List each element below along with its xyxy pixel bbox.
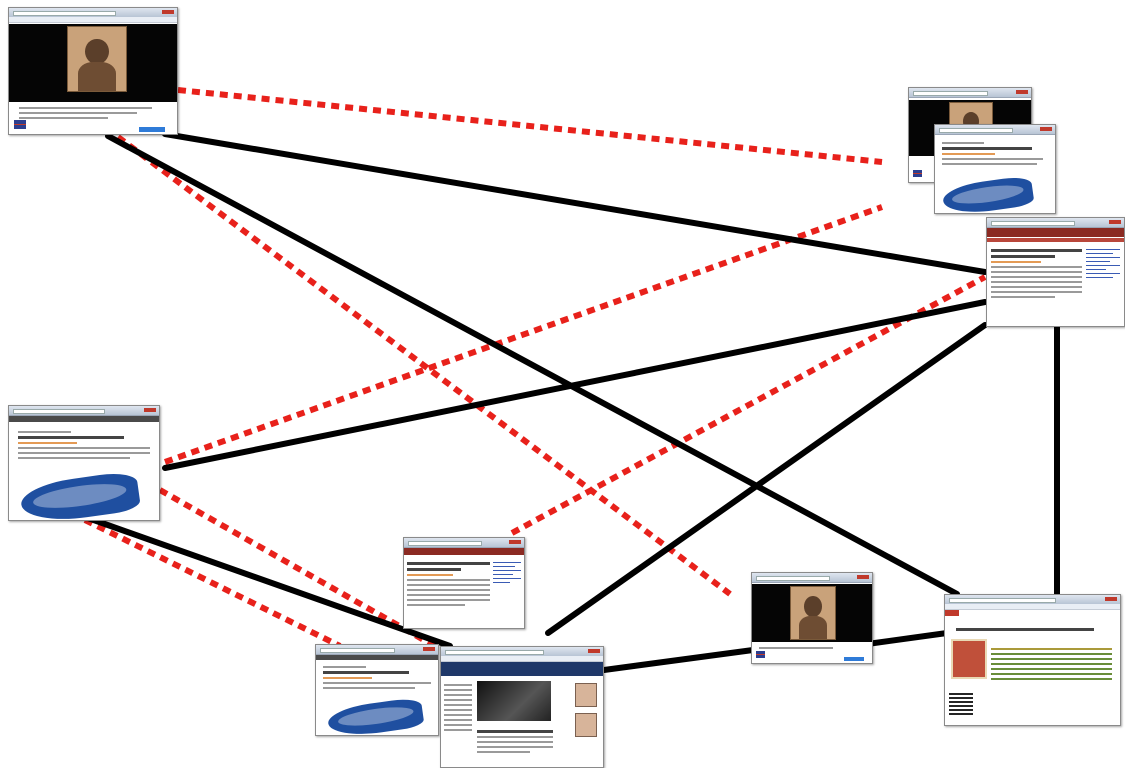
browser-toolbar (752, 573, 872, 583)
article-text (991, 246, 1082, 301)
artwork-image (951, 639, 987, 679)
browser-toolbar (9, 406, 159, 416)
dashed-link (158, 487, 440, 651)
dashed-link (83, 517, 342, 649)
profile-photo (575, 713, 597, 737)
flag-icon (756, 651, 765, 658)
map-image (18, 469, 142, 520)
blue-button (844, 657, 864, 661)
feature-photo (477, 681, 551, 721)
article-text (323, 663, 431, 692)
news-article-small-center (403, 537, 525, 629)
map-article-left (8, 405, 160, 521)
dashed-links (83, 87, 987, 651)
sidebar-links (1086, 246, 1120, 281)
solid-link (601, 647, 756, 673)
item-list (991, 645, 1112, 683)
left-nav-links (444, 681, 472, 734)
flag-icon (913, 170, 922, 177)
sidebar-links (493, 559, 521, 586)
browser-address-bar (441, 656, 603, 662)
blue-button (139, 127, 165, 132)
portrait-photo (67, 26, 127, 92)
page-title (955, 625, 1110, 634)
browser-toolbar (404, 538, 524, 548)
video-portrait-bottom (751, 572, 873, 664)
browser-address-bar (9, 17, 177, 23)
site-header (316, 655, 438, 660)
solid-links (85, 131, 1060, 673)
nav-bar (987, 238, 1124, 242)
news-text (477, 727, 553, 756)
map-image (326, 696, 425, 735)
computer-science-page (440, 646, 604, 768)
solid-link (85, 515, 453, 649)
solid-link (162, 299, 988, 471)
video-portrait-top-left (8, 7, 178, 135)
map-image (941, 174, 1035, 213)
portrait-photo (790, 586, 836, 640)
dashed-link (116, 134, 732, 597)
flag-icon (14, 120, 26, 129)
site-banner (441, 662, 603, 676)
dashed-link (163, 204, 884, 465)
catalog-page-bottom-right (944, 594, 1121, 726)
qr-code (949, 691, 973, 715)
solid-link (105, 133, 960, 597)
solid-link (857, 630, 950, 648)
article-text (18, 428, 150, 462)
article-text (942, 139, 1048, 168)
map-article-bottom-left (315, 644, 439, 736)
site-header (9, 416, 159, 422)
dashed-link (177, 87, 883, 165)
site-header (945, 610, 959, 616)
browser-address-bar (945, 604, 1120, 610)
site-header (987, 228, 1124, 237)
solid-link (162, 131, 988, 275)
browser-toolbar (987, 218, 1124, 228)
browser-toolbar (935, 125, 1055, 135)
browser-toolbar (909, 88, 1031, 98)
profile-photo (575, 683, 597, 707)
solid-link (545, 322, 988, 636)
article-text (407, 559, 490, 609)
news-article-right (986, 217, 1125, 327)
site-header (404, 548, 524, 555)
caption-text (759, 644, 865, 652)
caption-text (19, 104, 167, 122)
browser-toolbar (316, 645, 438, 655)
map-article-top-right (934, 124, 1056, 214)
